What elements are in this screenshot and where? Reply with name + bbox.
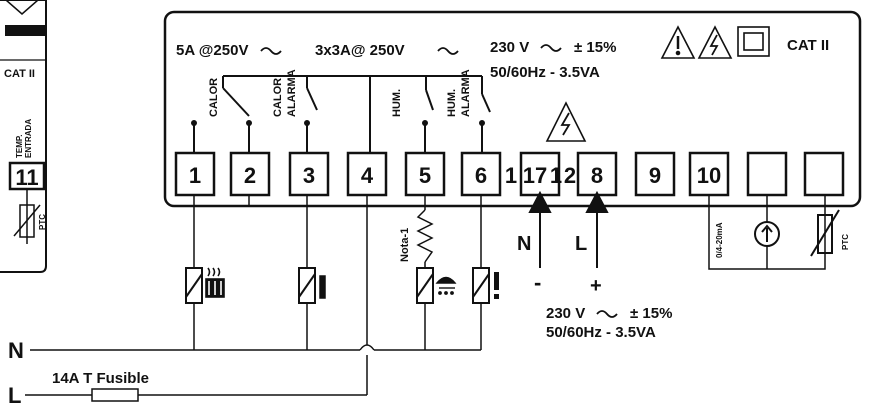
neutral-input-label: N xyxy=(517,233,531,255)
ac-symbol-2 xyxy=(437,47,459,55)
left-module xyxy=(0,0,47,273)
plus-label: + xyxy=(590,275,602,297)
minus-label: - xyxy=(534,270,541,295)
lower-supply-tolerance: ± 15% xyxy=(630,305,672,322)
terminal-overlap-1a: 1 xyxy=(505,163,517,188)
left-temp-label: TEMP. xyxy=(15,135,24,158)
sensor-wiring xyxy=(708,195,840,270)
relay-label-hum-alarma-2: ALARMA xyxy=(460,69,472,117)
supply-tolerance: ± 15% xyxy=(574,39,616,56)
relay-label-calor-alarma-1: CALOR xyxy=(272,78,284,117)
power-bus xyxy=(25,344,481,402)
lower-supply-voltage: 230 V xyxy=(546,305,585,322)
humidifier-icon xyxy=(435,276,457,295)
terminal-6: 6 xyxy=(475,163,487,188)
supply-hazard-icon xyxy=(545,101,587,142)
ac-symbol-1 xyxy=(260,47,282,55)
terminal-1: 1 xyxy=(189,163,201,188)
left-category-label: CAT II xyxy=(4,68,35,80)
line-bus-label: L xyxy=(8,383,21,408)
fuse-label: 14A T Fusible xyxy=(52,370,149,387)
note-label: Nota-1 xyxy=(399,228,411,262)
double-insulation-icon xyxy=(737,26,770,57)
relay-contacts xyxy=(193,75,491,152)
relay-label-hum: HUM. xyxy=(391,89,403,117)
controller-housing xyxy=(163,10,862,208)
line-input-label: L xyxy=(575,233,587,255)
relay-label-calor: CALOR xyxy=(208,78,220,117)
supply-arrows xyxy=(528,190,609,268)
current-sensor-label: 0/4-20mA xyxy=(715,222,724,258)
relays-rating: 3x3A@ 250V xyxy=(315,42,405,59)
terminal-17: 17 xyxy=(523,163,547,188)
ac-symbol-4 xyxy=(596,310,618,318)
terminal-overlap-2: 2 xyxy=(564,163,576,188)
relay1-rating: 5A @250V xyxy=(176,42,248,59)
load-symbols xyxy=(185,267,490,304)
load-wiring xyxy=(193,195,482,350)
category-label: CAT II xyxy=(787,37,829,54)
contact-points xyxy=(191,120,485,126)
terminal-2: 2 xyxy=(244,163,256,188)
terminal-8: 8 xyxy=(591,163,603,188)
warning-icon xyxy=(660,25,696,59)
terminal-10: 10 xyxy=(697,163,721,188)
ac-symbol-3 xyxy=(540,44,562,52)
heater-alarm-icon xyxy=(319,275,326,299)
relay-label-hum-alarma-1: HUM. xyxy=(446,89,458,117)
neutral-bus-label: N xyxy=(8,338,24,363)
supply-frequency: 50/60Hz - 3.5VA xyxy=(490,64,600,81)
heater-icon xyxy=(205,267,225,298)
left-ptc-label: PTC xyxy=(38,214,47,230)
lower-supply-frequency: 50/60Hz - 3.5VA xyxy=(546,324,656,341)
terminal-blocks xyxy=(174,151,845,197)
terminal-5: 5 xyxy=(419,163,431,188)
alarm-icon xyxy=(494,272,499,299)
terminal-overlap-1b: 1 xyxy=(550,163,562,188)
terminal-3: 3 xyxy=(303,163,315,188)
left-terminal-11: 11 xyxy=(15,165,38,190)
relay-label-calor-alarma-2: ALARMA xyxy=(286,69,298,117)
supply-voltage: 230 V xyxy=(490,39,529,56)
left-entrada-label: ENTRADA xyxy=(24,119,33,158)
terminal-4: 4 xyxy=(361,163,374,188)
ptc-sensor-label: PTC xyxy=(841,234,850,250)
shock-hazard-icon xyxy=(697,25,733,59)
terminal-9: 9 xyxy=(649,163,661,188)
